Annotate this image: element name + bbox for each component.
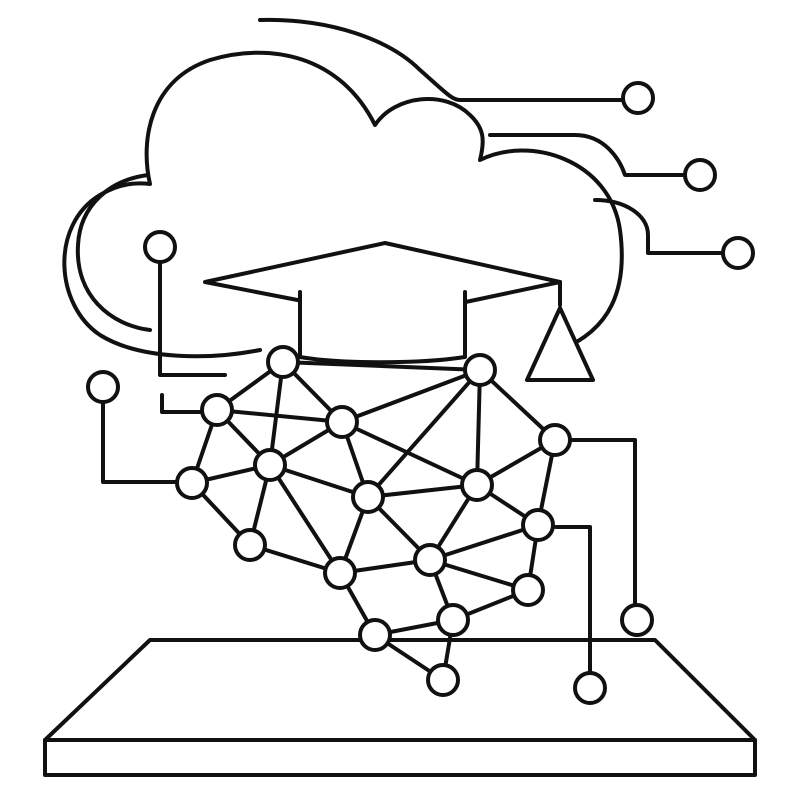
trace-top-arc [258, 17, 627, 102]
neural-network-brain-icon [175, 345, 572, 697]
network-node [233, 528, 267, 562]
trace-right-down-1 [570, 438, 637, 605]
trace-terminal-node [620, 603, 654, 637]
network-node [460, 468, 494, 502]
network-node [253, 448, 287, 482]
cap-crown [298, 290, 467, 365]
graduation-cap-icon [203, 241, 595, 382]
network-edge [366, 483, 479, 499]
network-node [511, 573, 545, 607]
network-edge [475, 368, 482, 487]
network-edge [340, 368, 482, 424]
network-edge [428, 558, 530, 592]
network-edge [478, 368, 557, 442]
network-edge [268, 360, 285, 467]
cloud-icon [62, 50, 624, 359]
network-node [200, 393, 234, 427]
platform-top [43, 638, 757, 742]
trace-terminal-node [573, 671, 607, 705]
network-node [325, 405, 359, 439]
network-node [266, 345, 300, 379]
network-edge [268, 463, 342, 575]
cap-tassel [525, 306, 595, 382]
network-edge [215, 408, 344, 424]
cloud-inner-arc [75, 173, 152, 332]
network-node [463, 353, 497, 387]
trace-terminal-node [683, 158, 717, 192]
trace-left-low [101, 400, 179, 484]
platform-front [43, 738, 757, 777]
network-edge [428, 523, 540, 562]
circuit-trace-icon [86, 17, 755, 705]
network-node [351, 480, 385, 514]
trace-terminal-node [86, 370, 120, 404]
trace-right-1 [488, 133, 687, 177]
trace-terminal-node [621, 81, 655, 115]
network-node [175, 466, 209, 500]
network-edge [268, 463, 370, 499]
network-node [521, 508, 555, 542]
network-node [413, 543, 447, 577]
network-edge [340, 420, 479, 487]
network-edge [281, 360, 482, 372]
platform-base-icon [43, 638, 757, 777]
trace-terminal-node [143, 230, 177, 264]
trace-right-down-2 [554, 525, 592, 674]
trace-left-top [158, 260, 227, 377]
network-node [358, 618, 392, 652]
trace-terminal-node [721, 236, 755, 270]
network-nodes [175, 345, 572, 697]
network-node [323, 556, 357, 590]
network-node [436, 603, 470, 637]
cloud-outline [62, 50, 624, 359]
network-node [426, 663, 460, 697]
network-node [538, 423, 572, 457]
trace-left-mid [160, 393, 202, 414]
trace-right-2 [593, 198, 724, 255]
network-edge [366, 368, 482, 499]
